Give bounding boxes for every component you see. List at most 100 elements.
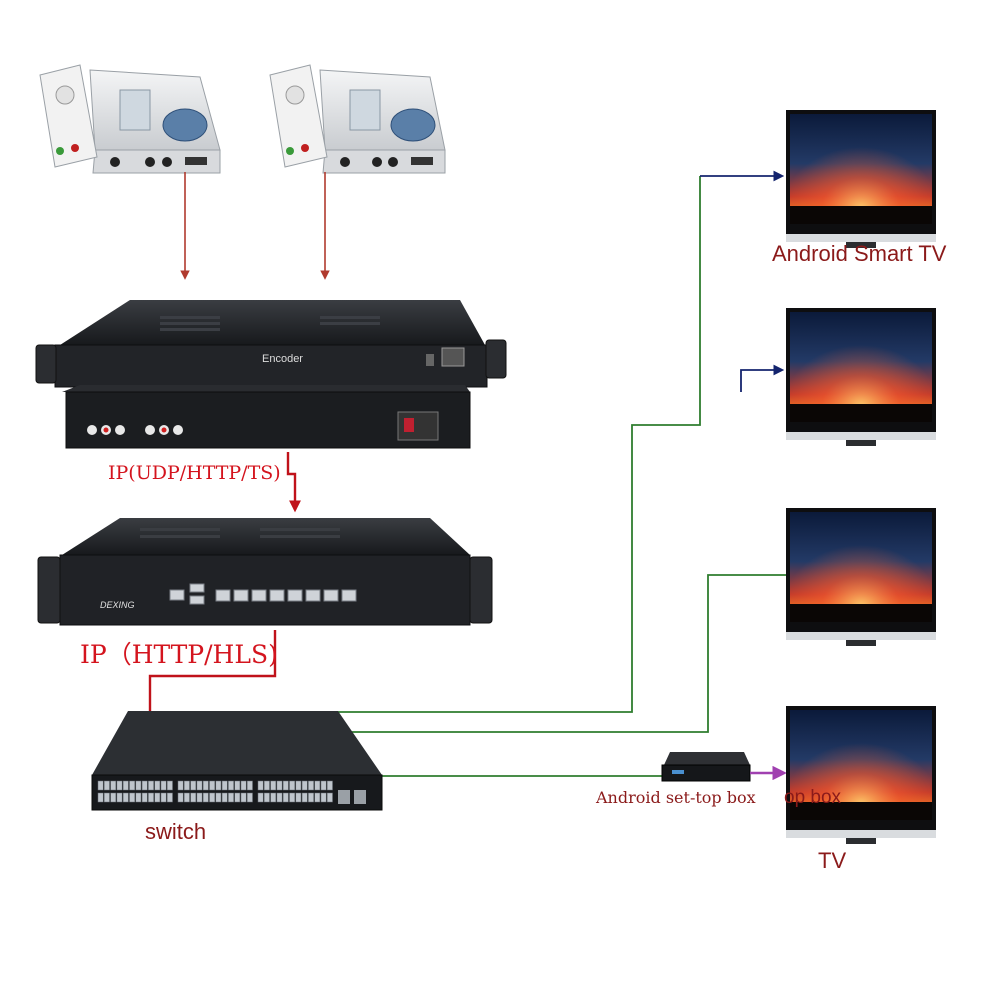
tv-3: [786, 508, 936, 646]
cable-to-tv-1: [325, 176, 701, 713]
streaming-server-brand: DEXING: [100, 600, 135, 610]
tv-2: [786, 308, 936, 446]
receiver-1: [39, 64, 221, 174]
tv-4: [786, 706, 936, 844]
smart-tv-label: Android Smart TV: [772, 241, 947, 266]
switch-port: [97, 780, 104, 791]
tv-monitor-icon: [786, 110, 936, 248]
network-switch-device: [91, 711, 383, 811]
switch-port: [196, 780, 203, 791]
arrow-into-tv-2: [740, 364, 785, 392]
tv-label: TV: [818, 848, 847, 873]
switch-port: [116, 780, 123, 791]
switch-port: [160, 792, 167, 803]
switch-port: [167, 780, 173, 791]
switch-port: [148, 780, 154, 791]
switch-port: [295, 792, 302, 803]
switch-port: [110, 780, 117, 791]
switch-port: [320, 792, 327, 803]
switch-port: [234, 780, 241, 791]
streaming-server-device: DEXING: [37, 518, 493, 626]
switch-port: [270, 780, 277, 791]
switch-port: [282, 780, 289, 791]
switch-port: [276, 780, 283, 791]
switch-port: [289, 780, 295, 791]
switch-port: [215, 792, 222, 803]
switch-port: [314, 780, 321, 791]
switch-port: [257, 780, 264, 791]
switch-port: [167, 792, 173, 803]
switch-port: [177, 780, 184, 791]
switch-port: [129, 780, 135, 791]
set-top-box-overlapped-label: op box: [784, 787, 842, 808]
encoder-output-protocol-label: IP(UDP/HTTP/TS): [108, 462, 281, 484]
switch-port: [141, 780, 148, 791]
switch-port: [202, 792, 209, 803]
tv-monitor-icon: [786, 706, 936, 844]
switch-port: [301, 792, 308, 803]
switch-port: [270, 792, 277, 803]
switch-port: [282, 792, 289, 803]
encoder-front-label: Encoder: [262, 353, 303, 365]
tv-monitor-icon: [786, 508, 936, 646]
encoder-to-streamer-arrow: [286, 452, 301, 513]
switch-port: [247, 780, 253, 791]
switch-port: [154, 792, 161, 803]
switch-port: [190, 792, 197, 803]
network-switch-icon: [91, 711, 383, 811]
switch-port: [295, 780, 302, 791]
switch-port: [190, 780, 197, 791]
switch-port: [177, 792, 184, 803]
tv-1: [786, 110, 936, 248]
switch-port: [160, 780, 167, 791]
set-top-box-label: Android set-top box: [596, 790, 762, 806]
switch-port: [122, 780, 129, 791]
switch-port: [209, 792, 215, 803]
switch-port: [308, 792, 314, 803]
switch-port: [196, 792, 203, 803]
streamer-output-protocol-label: IP（HTTP/HLS): [80, 640, 278, 669]
set-top-box-icon: [661, 752, 751, 782]
switch-port: [97, 792, 104, 803]
switch-port: [104, 792, 110, 803]
switch-port: [221, 780, 228, 791]
switch-label: switch: [145, 819, 207, 844]
switch-port: [264, 780, 270, 791]
switch-port: [301, 780, 308, 791]
switch-port: [122, 792, 129, 803]
switch-port: [129, 792, 135, 803]
encoder-rack-icon: [35, 300, 507, 449]
switch-port: [289, 792, 295, 803]
receiver-2: [269, 64, 446, 174]
switch-port: [135, 792, 142, 803]
switch-port: [154, 780, 161, 791]
switch-port: [240, 780, 247, 791]
encoder-device: Encoder: [35, 300, 507, 449]
tv-monitor-icon: [786, 308, 936, 446]
switch-port: [184, 792, 190, 803]
switch-port: [247, 792, 253, 803]
switch-port: [327, 780, 333, 791]
switch-port: [320, 780, 327, 791]
switch-port: [221, 792, 228, 803]
switch-port: [110, 792, 117, 803]
switch-port: [327, 792, 333, 803]
switch-port: [116, 792, 123, 803]
satellite-receiver-icon: [39, 64, 221, 174]
switch-port: [276, 792, 283, 803]
switch-port: [135, 780, 142, 791]
switch-port: [141, 792, 148, 803]
switch-port: [104, 780, 110, 791]
switch-port: [240, 792, 247, 803]
set-top-box-device: [661, 752, 751, 782]
switch-port: [308, 780, 314, 791]
switch-port: [264, 792, 270, 803]
switch-port: [234, 792, 241, 803]
switch-port: [209, 780, 215, 791]
switch-port: [314, 792, 321, 803]
switch-port: [202, 780, 209, 791]
streaming-server-icon: [37, 518, 493, 626]
satellite-receiver-icon: [269, 64, 446, 174]
switch-port: [215, 780, 222, 791]
